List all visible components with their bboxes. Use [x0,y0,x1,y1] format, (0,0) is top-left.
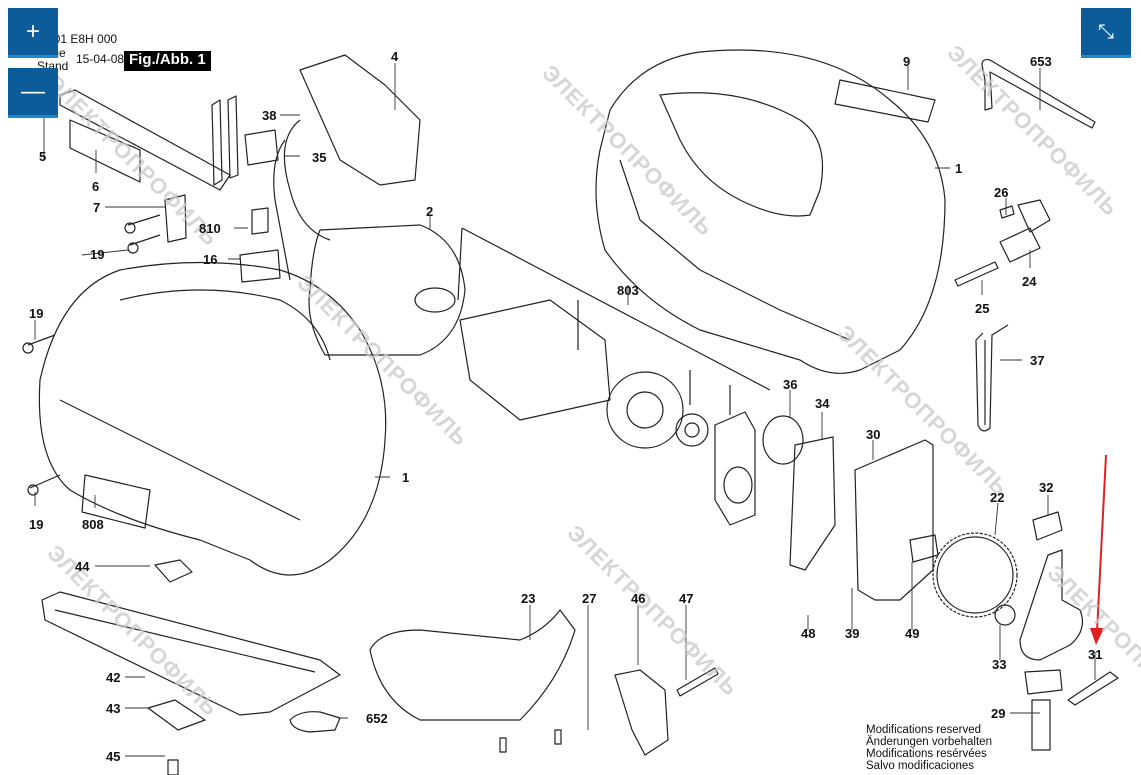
cover-6 [69,119,141,183]
part-label-19: 19 [90,247,105,262]
issue-date: 15-04-08 [76,52,125,66]
switch-4 [299,54,421,186]
part-31 [1067,671,1119,706]
part-label-803: 803 [617,283,639,298]
part-label-23: 23 [521,591,536,606]
housing-right [595,49,946,374]
part-label-27: 27 [582,591,597,606]
label-808 [81,474,151,529]
spring-clip-37 [975,324,1009,432]
part-label-7: 7 [93,200,101,215]
part-label-45: 45 [106,749,121,764]
note-line: Salvo modificaciones [866,760,975,772]
part-label-46: 46 [631,591,646,606]
part-label-37: 37 [1030,353,1045,368]
part-label-33: 33 [992,657,1007,672]
housing-left [38,261,387,576]
figure-label: Fig./Abb. 1 [124,51,211,71]
base-plate-42 [41,591,341,716]
part-label-42: 42 [106,670,121,685]
part-label-1: 1 [402,470,410,485]
part-label-26: 26 [994,185,1009,200]
part-label-49: 49 [905,626,920,641]
part-label-22: 22 [990,490,1005,505]
part-label-9: 9 [903,54,911,69]
gear-22 [932,532,1018,618]
part-label-810: 810 [199,221,221,236]
part-label-44: 44 [75,559,90,574]
armature-803 [459,299,611,421]
part-label-30: 30 [866,427,881,442]
part-label-4: 4 [391,49,399,64]
note-line: Änderungen vorbehalten [866,736,992,748]
part-label-653: 653 [1030,54,1052,69]
part-label-32: 32 [1039,480,1054,495]
part-label-5: 5 [39,149,47,164]
zoom-in-button[interactable]: + [8,8,58,58]
part-label-808: 808 [82,517,104,532]
part-label-6: 6 [92,179,100,194]
plus-icon: + [25,17,40,45]
motor-stator-2 [308,224,466,356]
note-line: Modifications resérvées [866,748,987,760]
part-label-38: 38 [262,108,277,123]
plate-30 [854,439,934,601]
part-label-39: 39 [845,626,860,641]
lever-29 [1019,549,1083,661]
part-label-16: 16 [203,252,218,267]
part-label-19: 19 [29,306,44,321]
zoom-out-button[interactable]: — [8,68,58,118]
hex-key-653 [981,58,1096,129]
part-label-2: 2 [426,204,434,219]
highlight-arrow [1090,454,1107,645]
part-label-34: 34 [815,396,830,411]
plate-34 [789,436,836,571]
part-label-29: 29 [991,706,1006,721]
part-label-25: 25 [975,301,990,316]
part-label-652: 652 [366,711,388,726]
part-label-48: 48 [801,626,816,641]
modification-notes: Modifications reserved Änderungen vorbeh… [866,724,992,772]
label-plate-9 [834,79,936,123]
minus-icon: — [21,77,45,105]
guard-23 [369,609,576,721]
note-line: Modifications reserved [866,724,982,736]
collapse-fullscreen-button[interactable]: ⤡ [1081,8,1131,58]
part-label-31: 31 [1088,647,1103,662]
part-label-35: 35 [312,150,327,165]
part-label-36: 36 [783,377,798,392]
part-label-43: 43 [106,701,121,716]
part-label-24: 24 [1022,274,1037,289]
part-label-19: 19 [29,517,44,532]
collapse-arrows-icon: ⤡ [1098,20,1114,43]
part-label-1: 1 [955,161,963,176]
roller-46 [614,669,669,756]
part-label-47: 47 [679,591,694,606]
